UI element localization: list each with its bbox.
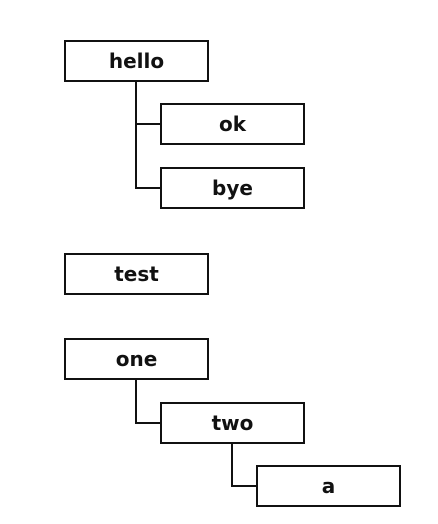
node-label: hello (108, 49, 165, 73)
node-label: test (114, 262, 159, 286)
node-label: bye (212, 176, 253, 200)
connector-hello-ok (135, 82, 160, 125)
node-two[interactable]: two (160, 402, 305, 444)
node-label: one (115, 347, 158, 371)
connector-hello-bye (135, 124, 160, 189)
node-label: a (321, 474, 336, 498)
node-label: ok (218, 112, 247, 136)
node-hello[interactable]: hello (64, 40, 209, 82)
node-test[interactable]: test (64, 253, 209, 295)
node-one[interactable]: one (64, 338, 209, 380)
node-label: two (211, 411, 254, 435)
node-bye[interactable]: bye (160, 167, 305, 209)
connector-two-a (231, 444, 256, 487)
node-ok[interactable]: ok (160, 103, 305, 145)
connector-one-two (135, 380, 160, 424)
node-a[interactable]: a (256, 465, 401, 507)
